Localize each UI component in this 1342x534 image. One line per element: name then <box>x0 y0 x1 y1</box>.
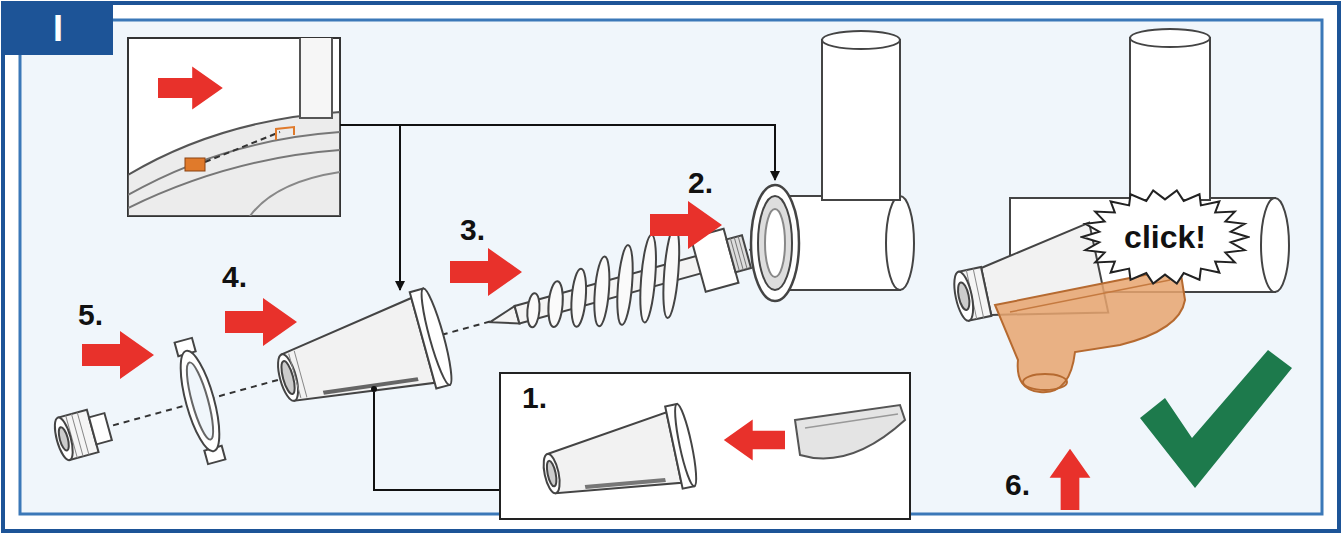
outer-frame <box>3 3 1339 531</box>
tray-inset <box>500 373 910 519</box>
leader-dot <box>371 386 377 392</box>
check-mark <box>1140 350 1292 488</box>
nozzle <box>267 287 456 428</box>
section-tab: I <box>3 3 113 55</box>
node-text: click! <box>1124 221 1206 253</box>
direction-arrow <box>225 298 297 346</box>
direction-arrow <box>1050 449 1091 510</box>
detail-inset <box>128 30 340 216</box>
auger <box>478 208 759 367</box>
locking-ring <box>170 337 230 466</box>
node-text: I <box>53 11 63 47</box>
leader-line <box>399 125 401 290</box>
callout-number: 2. <box>688 168 713 198</box>
panel <box>20 20 1322 514</box>
callout-number: 4. <box>222 262 247 292</box>
callout-number: 5. <box>78 300 103 330</box>
callout-number: 1. <box>522 383 547 413</box>
direction-arrow <box>650 201 722 249</box>
leader-line <box>374 392 500 490</box>
grinder-housing <box>751 31 914 301</box>
click-burst: click! <box>1080 188 1250 286</box>
assembled-grinder <box>946 29 1289 392</box>
direction-arrow <box>82 331 154 379</box>
callout-number: 3. <box>460 215 485 245</box>
burst-shape <box>1082 190 1248 283</box>
direction-arrow <box>450 248 522 296</box>
callout-number: 6. <box>1005 470 1030 500</box>
end-nut <box>51 405 114 461</box>
